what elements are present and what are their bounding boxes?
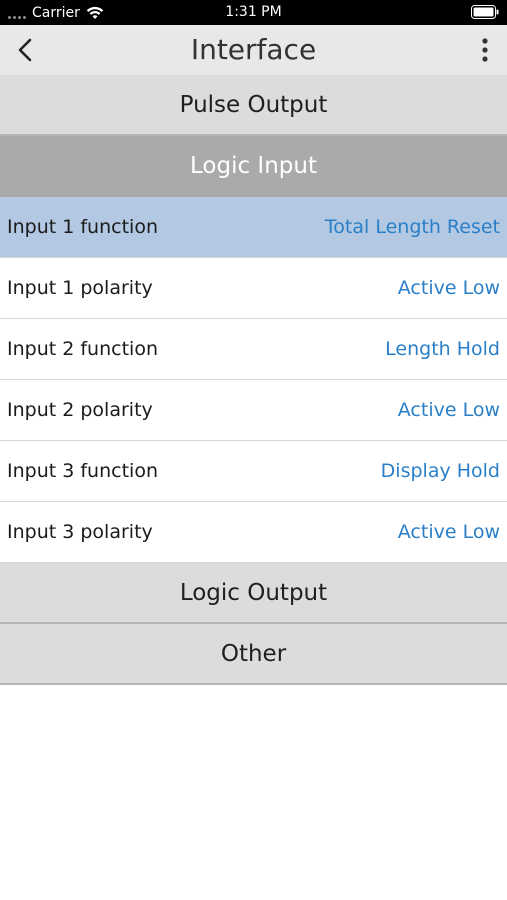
section-pulse-output[interactable]: Pulse Output (0, 75, 507, 136)
row-label: Input 3 function (7, 460, 158, 482)
status-time: 1:31 PM (225, 4, 282, 20)
navigation-bar: Interface (0, 25, 507, 75)
row-label: Input 1 polarity (7, 277, 153, 299)
section-logic-input[interactable]: Logic Input (0, 136, 507, 197)
status-bar: Carrier 1:31 PM (0, 0, 507, 25)
row-input-1-polarity[interactable]: Input 1 polarity Active Low (0, 258, 507, 319)
page-title: Interface (190, 33, 317, 66)
section-other[interactable]: Other (0, 624, 507, 685)
row-label: Input 3 polarity (7, 521, 153, 543)
wifi-icon (86, 6, 104, 19)
row-label: Input 2 function (7, 338, 158, 360)
row-input-3-function[interactable]: Input 3 function Display Hold (0, 441, 507, 502)
vertical-ellipsis-icon (482, 38, 488, 62)
carrier-label: Carrier (32, 5, 80, 21)
more-options-button[interactable] (475, 35, 495, 65)
row-value: Total Length Reset (324, 216, 500, 238)
row-value: Display Hold (380, 460, 500, 482)
row-input-2-function[interactable]: Input 2 function Length Hold (0, 319, 507, 380)
row-value: Length Hold (385, 338, 500, 360)
back-button[interactable] (10, 35, 40, 65)
signal-strength-icon (8, 7, 26, 19)
chevron-left-icon (18, 38, 32, 62)
settings-list: Pulse Output Logic Input Input 1 functio… (0, 75, 507, 685)
battery-icon (471, 5, 499, 19)
row-value: Active Low (397, 521, 500, 543)
status-left: Carrier (8, 3, 104, 23)
row-label: Input 2 polarity (7, 399, 153, 421)
row-input-2-polarity[interactable]: Input 2 polarity Active Low (0, 380, 507, 441)
row-value: Active Low (397, 277, 500, 299)
row-value: Active Low (397, 399, 500, 421)
section-logic-output[interactable]: Logic Output (0, 563, 507, 624)
row-input-3-polarity[interactable]: Input 3 polarity Active Low (0, 502, 507, 563)
row-input-1-function[interactable]: Input 1 function Total Length Reset (0, 197, 507, 258)
row-label: Input 1 function (7, 216, 158, 238)
